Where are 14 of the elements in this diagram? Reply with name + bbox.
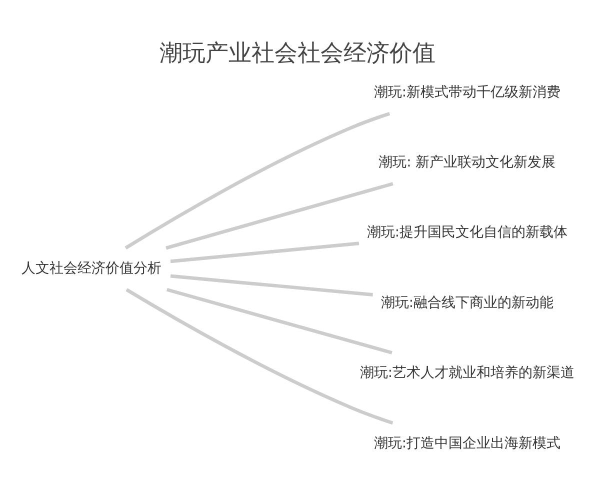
node-text: 潮玩:打造中国企业出海新模式	[374, 434, 561, 451]
connector	[124, 111, 390, 249]
node-text: 潮玩: 新产业联动文化新发展	[378, 154, 556, 170]
node-text: 潮玩:新模式带动千亿级新消费	[374, 84, 561, 100]
node-text: 潮玩:提升国民文化自信的新载体	[366, 224, 568, 240]
diagram-title: 潮玩产业社会社会经济价值	[160, 40, 436, 66]
node-text: 潮玩:融合线下商业的新动能	[380, 294, 554, 310]
connector	[166, 287, 392, 354]
node-text: 潮玩:艺术人才就业和培养的新渠道	[360, 364, 575, 381]
connector	[170, 241, 360, 263]
node-text: 人文社会经济价值分析	[22, 260, 162, 276]
connector	[166, 182, 394, 250]
connector	[170, 274, 373, 296]
connector	[126, 288, 394, 424]
